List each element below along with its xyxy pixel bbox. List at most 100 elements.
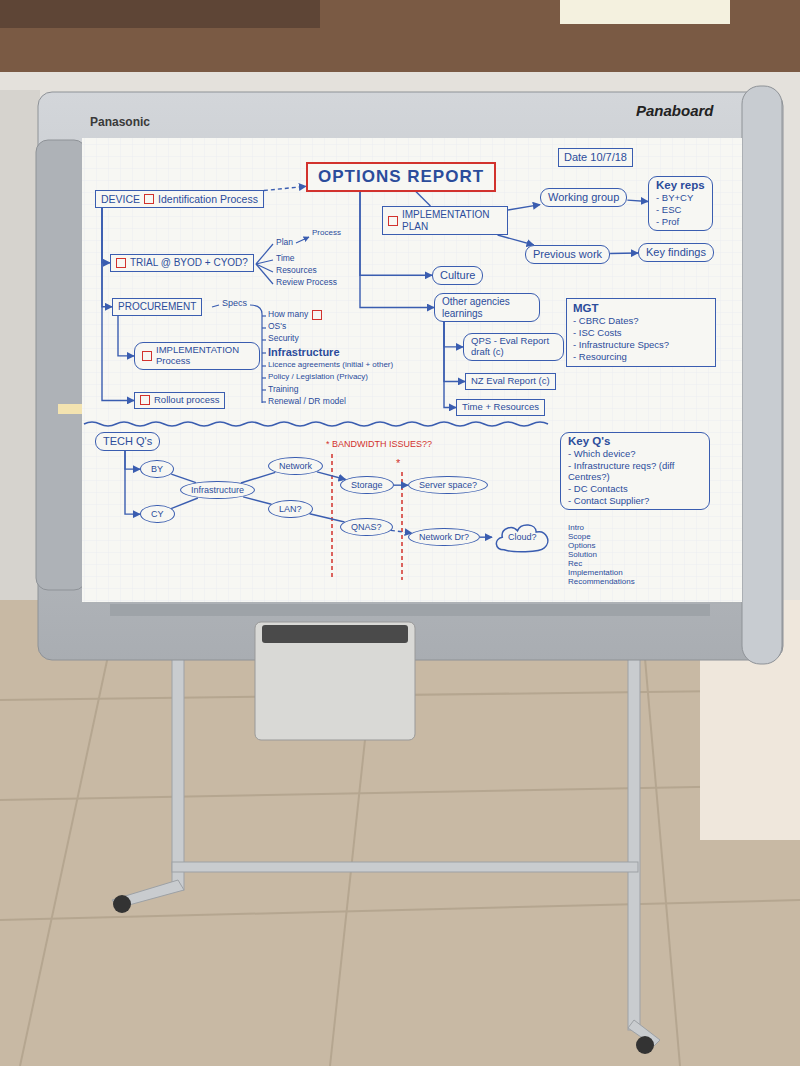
node-text: Key findings xyxy=(646,246,706,259)
topic-box: PROCUREMENT xyxy=(112,298,202,316)
tile-line xyxy=(0,785,800,800)
connector xyxy=(125,451,140,470)
board-roller xyxy=(742,86,782,664)
branch-note: Time xyxy=(276,254,295,263)
topic-bubble: Previous work xyxy=(525,245,610,264)
topic-box: TRIAL @ BYOD + CYOD? xyxy=(110,254,254,272)
node-item: - Infrastructure Specs? xyxy=(573,340,669,351)
node-text: IMPLEMENTATION Process xyxy=(156,345,252,367)
connector xyxy=(264,186,306,190)
list-tick xyxy=(262,339,266,340)
node-text: TECH Q's xyxy=(103,435,152,448)
node-text: Date 10/7/18 xyxy=(564,151,627,164)
warning-star: * xyxy=(396,457,400,469)
branch-note: Review Process xyxy=(276,278,337,287)
connector xyxy=(317,472,346,480)
whiteboard-grid xyxy=(82,138,742,602)
stand-bar xyxy=(172,862,638,872)
list-tick xyxy=(262,365,266,366)
node-text: PROCUREMENT xyxy=(118,301,196,313)
branch-line xyxy=(256,264,273,284)
branch-note: Specs xyxy=(222,299,247,309)
ellipse-node: CY xyxy=(140,505,175,523)
ellipse-node: LAN? xyxy=(268,500,313,518)
node-text: Rollout process xyxy=(154,395,219,406)
node-text: Infrastructure xyxy=(191,485,244,495)
topic-bubble: Key findings xyxy=(638,243,714,262)
connector xyxy=(125,451,140,515)
cloud-shape xyxy=(496,525,547,552)
list-item: Policy / Legislation (Privacy) xyxy=(268,373,368,382)
node-item: - Resourcing xyxy=(573,352,627,363)
wavy-separator xyxy=(84,422,548,426)
topic-bubble: Working group xyxy=(540,188,627,207)
list-tick xyxy=(262,327,266,328)
list-box: Key reps- BY+CY- ESC- Prof xyxy=(648,176,713,231)
node-item: - Prof xyxy=(656,217,679,228)
node-text: Server space? xyxy=(419,480,477,490)
checkbox-symbol xyxy=(144,194,154,204)
board-roller xyxy=(36,140,86,590)
topic-box: DEVICEIdentification Process xyxy=(95,190,264,208)
marker-tray xyxy=(110,604,710,616)
ceiling xyxy=(0,0,800,72)
checkbox-symbol xyxy=(142,351,152,361)
node-text: Time + Resources xyxy=(462,402,539,413)
connector xyxy=(391,530,412,533)
cloud-node: Cloud? xyxy=(492,520,553,554)
node-text: TRIAL @ BYOD + CYOD? xyxy=(130,257,248,269)
node-text: Network Dr? xyxy=(419,532,469,542)
bandwidth-dashed-line xyxy=(401,472,403,580)
branch-line xyxy=(256,244,273,264)
printer xyxy=(255,622,415,740)
ceiling-beam xyxy=(0,0,320,28)
stand-pole xyxy=(628,640,640,1030)
node-text: Key reps xyxy=(656,179,705,192)
connector xyxy=(310,514,345,522)
branch-note: Plan xyxy=(276,238,293,247)
outline-item: Solution xyxy=(568,551,597,560)
list-item: Renewal / DR model xyxy=(268,397,346,406)
node-text: Network xyxy=(279,461,312,471)
ellipse-node: Storage xyxy=(340,476,394,494)
topic-bubble: TECH Q's xyxy=(95,432,160,451)
connector xyxy=(243,497,271,504)
list-item: Security xyxy=(268,334,299,343)
list-tick xyxy=(262,377,266,378)
list-item: Training xyxy=(268,385,298,394)
ellipse-node: BY xyxy=(140,460,174,478)
node-item: - DC Contacts xyxy=(568,484,628,495)
node-text: Working group xyxy=(548,191,619,204)
sticky-note xyxy=(58,404,82,414)
topic-bubble: QPS - Eval Report draft (c) xyxy=(463,333,564,361)
brand-name: Panaboard xyxy=(636,103,714,120)
tile-line xyxy=(20,600,120,1066)
list-item: Infrastructure xyxy=(268,346,340,358)
connector xyxy=(444,322,456,407)
connector xyxy=(171,498,198,509)
node-text: MGT xyxy=(573,302,599,315)
ellipse-node: QNAS? xyxy=(340,518,393,536)
outline-item: Recommendations xyxy=(568,578,635,587)
node-item: - Which device? xyxy=(568,449,636,460)
date-box: Date 10/7/18 xyxy=(558,148,633,167)
node-item: - Infrastructure reqs? (diff Centres?) xyxy=(568,461,702,483)
outline-item: Scope xyxy=(568,533,591,542)
node-item: - BY+CY xyxy=(656,193,693,204)
branch-line xyxy=(212,305,219,307)
node-item: - Contact Supplier? xyxy=(568,496,649,507)
node-item: Identification Process xyxy=(158,193,258,205)
node-text: QPS - Eval Report draft (c) xyxy=(471,336,556,358)
brand-name: Panasonic xyxy=(90,116,150,129)
branch-line xyxy=(256,264,273,272)
node-text: CY xyxy=(151,509,164,519)
outline-item: Intro xyxy=(568,524,584,533)
list-tick xyxy=(262,401,266,402)
tile-line xyxy=(640,600,680,1066)
bandwidth-dashed-line xyxy=(331,454,333,580)
list-item: How many xyxy=(268,310,308,319)
warning-note: * BANDWIDTH ISSUES?? xyxy=(326,440,432,450)
